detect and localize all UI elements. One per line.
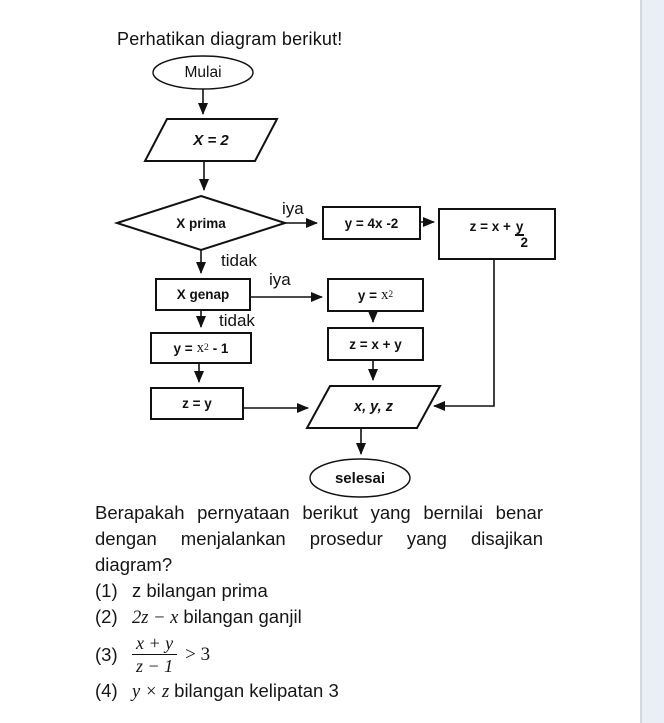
option-1: (1) z bilangan prima [95,578,543,604]
option-3-number: (3) [95,643,118,665]
option-3: (3) x + y z − 1 > 3 [95,631,543,678]
option-3-comparison: > 3 [185,643,211,665]
question-block: Berapakah pernyataan berikut yang bernil… [95,500,543,705]
option-4-number: (4) [95,680,118,701]
y-sqm1-prefix: y = [173,340,193,356]
branch-label-no-2: tidak [219,311,255,330]
option-2-text: bilangan ganjil [183,606,302,627]
start-node: Mulai [184,63,222,81]
fraction-denominator: z − 1 [135,656,174,676]
option-4: (4) y × z bilangan kelipatan 3 [95,678,543,705]
y-sqm1-suffix: - 1 [212,340,229,356]
option-3-fraction: x + y z − 1 [132,633,178,676]
end-node: selesai [334,469,386,487]
fraction-numerator: x + y [132,633,178,655]
y-sq-variable: x [381,286,389,303]
process-x-genap: X genap [155,278,251,311]
question-intro: Berapakah pernyataan berikut yang bernil… [95,502,543,575]
option-1-number: (1) [95,580,118,601]
process-z-x-plus-y-half: z = x +y 2 [438,208,556,260]
connector-zhalf-to-output [433,256,495,411]
option-2: (2) 2z − x bilangan ganjil [95,604,543,631]
decision-prime-node: X prima [176,215,226,231]
option-4-text: bilangan kelipatan 3 [174,680,339,701]
z-half-prefix: z = x + [469,218,511,234]
output-node: x, y, z [354,399,393,415]
page-edge-strip [640,0,664,723]
z-half-numerator: y [514,218,525,236]
input-node: X = 2 [193,131,229,149]
z-half-top-line: z = x +y [469,218,525,236]
option-1-text: z bilangan prima [132,580,268,601]
page-title: Perhatikan diagram berikut! [117,29,343,49]
option-2-number: (2) [95,606,118,627]
y-sq-prefix: y = [357,287,378,303]
branch-label-yes-2: iya [269,270,291,289]
branch-label-yes-1: iya [282,199,304,218]
option-4-math: y × z [132,682,170,702]
option-2-math: 2z − x [132,608,179,628]
z-half-denominator: 2 [520,234,528,250]
process-y-4x-2: y = 4x -2 [322,206,421,240]
branch-label-no-1: tidak [221,251,257,270]
process-z-equals-y: z = y [150,387,244,420]
process-z-x-plus-y: z = x + y [327,327,424,361]
y-sqm1-variable: x [196,339,204,356]
